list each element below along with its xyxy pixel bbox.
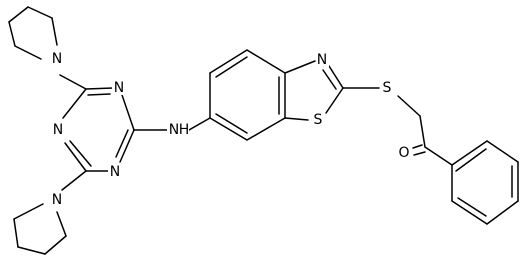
bond bbox=[27, 6, 53, 19]
atom-label: N bbox=[53, 122, 63, 138]
bond bbox=[61, 170, 87, 191]
bond bbox=[85, 87, 114, 90]
atom-n-thiazole: N bbox=[316, 52, 329, 68]
atom-label: S bbox=[314, 112, 323, 128]
bonds bbox=[8, 6, 519, 255]
bond bbox=[17, 246, 46, 255]
bond bbox=[455, 148, 487, 172]
bond bbox=[121, 94, 135, 131]
atom-label: H bbox=[179, 122, 190, 138]
bond bbox=[215, 113, 248, 134]
atom-label: N bbox=[52, 192, 62, 208]
bond bbox=[62, 88, 87, 119]
atom-o-carbonyl: O bbox=[397, 145, 411, 161]
bond bbox=[284, 117, 309, 121]
atom-n-triazine-3: N bbox=[108, 164, 121, 180]
bond bbox=[8, 6, 29, 23]
bond bbox=[397, 95, 421, 117]
bond bbox=[8, 21, 16, 47]
bond bbox=[419, 115, 426, 148]
bond bbox=[209, 49, 248, 74]
bond bbox=[44, 235, 67, 255]
atom-s-thioether: S bbox=[381, 80, 394, 96]
bond bbox=[69, 140, 92, 167]
bond bbox=[87, 93, 111, 96]
bond bbox=[51, 17, 58, 46]
bond bbox=[209, 117, 248, 141]
bond bbox=[64, 142, 87, 172]
bond bbox=[13, 218, 19, 248]
bond bbox=[451, 200, 488, 225]
bond bbox=[246, 49, 286, 74]
atom-n-pyrrolidine-bottom: N bbox=[51, 192, 64, 208]
bond bbox=[424, 146, 453, 166]
bond bbox=[188, 117, 211, 131]
bond bbox=[457, 197, 487, 217]
atom-labels: N N N N N N H N S bbox=[50, 51, 411, 208]
bond bbox=[328, 65, 344, 89]
bond bbox=[451, 140, 488, 166]
atom-n-triazine-1: N bbox=[112, 79, 125, 96]
atom-nh-amine: N H bbox=[167, 122, 189, 139]
bond bbox=[246, 117, 286, 141]
bond bbox=[486, 140, 519, 163]
atom-label: N bbox=[52, 51, 62, 67]
bond bbox=[322, 69, 337, 90]
atom-s-thiazole: S bbox=[312, 112, 325, 128]
atom-label: N bbox=[317, 52, 327, 68]
atom-label: N bbox=[169, 122, 179, 138]
bond bbox=[413, 151, 426, 156]
bond bbox=[59, 74, 87, 90]
bond bbox=[119, 129, 135, 163]
bond bbox=[13, 203, 44, 220]
atom-label: S bbox=[383, 80, 392, 96]
atom-label: O bbox=[398, 145, 409, 161]
bond bbox=[56, 211, 67, 237]
bond bbox=[325, 87, 344, 114]
bond bbox=[412, 144, 423, 149]
atom-label: N bbox=[114, 80, 124, 96]
atom-n-triazine-2: N bbox=[52, 122, 65, 138]
bond bbox=[486, 200, 519, 225]
atom-label: N bbox=[110, 164, 120, 180]
bond bbox=[215, 56, 248, 78]
atom-n-pyrrolidine-top: N bbox=[50, 51, 63, 67]
bond bbox=[284, 60, 316, 74]
bond bbox=[14, 45, 42, 60]
bond bbox=[115, 129, 129, 158]
